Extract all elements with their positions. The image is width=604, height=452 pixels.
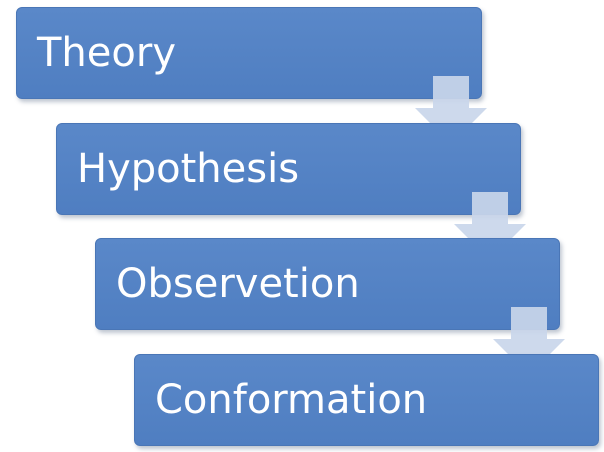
step-label: Hypothesis xyxy=(77,146,300,192)
step-label: Observetion xyxy=(116,261,360,307)
step-label: Theory xyxy=(37,30,176,76)
down-arrow-icon xyxy=(493,307,565,375)
step-box-conformation: Conformation xyxy=(134,354,599,446)
step-box-theory: Theory xyxy=(16,7,482,99)
step-box-hypothesis: Hypothesis xyxy=(56,123,521,215)
down-arrow-icon xyxy=(415,76,487,144)
down-arrow-icon xyxy=(454,192,526,260)
step-label: Conformation xyxy=(155,377,428,423)
step-box-observetion: Observetion xyxy=(95,238,560,330)
